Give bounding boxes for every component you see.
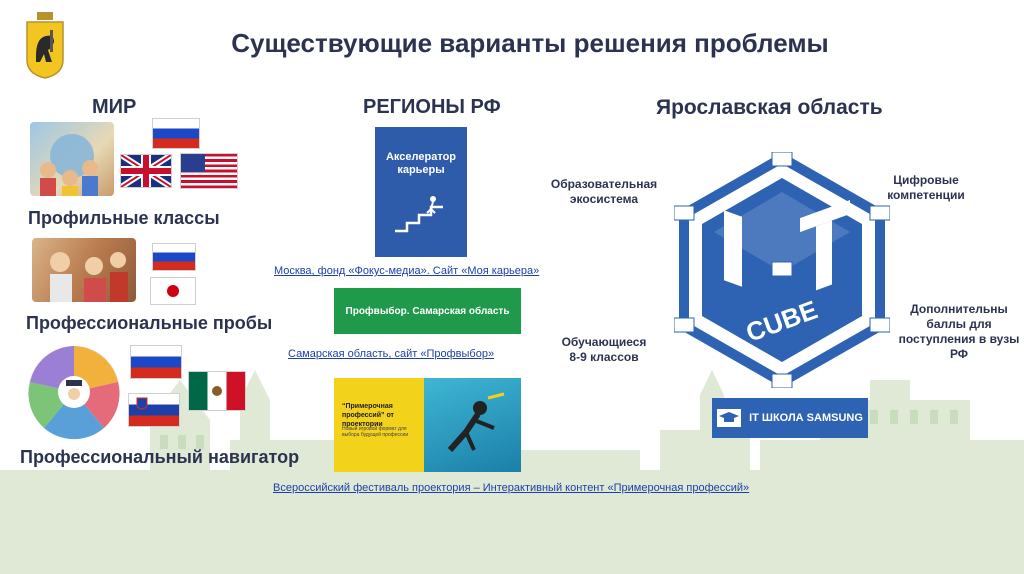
page-title: Существующие варианты решения проблемы [231, 28, 829, 58]
graduation-cap-icon [717, 409, 742, 427]
stairs-icon [395, 196, 443, 233]
yaroslavl-emblem [24, 8, 66, 80]
flag-mexico [188, 371, 246, 411]
children-globe-image [30, 122, 114, 196]
column-heading-world: МИР [92, 96, 137, 118]
column-heading-yaroslavl: Ярославская область [656, 96, 883, 119]
professions-circle-image [24, 344, 124, 440]
flag-usa [180, 153, 238, 189]
flag-russia-2 [152, 243, 196, 271]
it-school-samsung-banner[interactable]: IT ШКОЛА SAMSUNG [712, 398, 868, 438]
samsung-label: IT ШКОЛА SAMSUNG [749, 412, 863, 424]
flag-russia-3 [130, 345, 182, 379]
column-heading-regions: РЕГИОНЫ РФ [363, 96, 501, 118]
diver-icon [447, 392, 505, 452]
flag-slovenia [128, 393, 180, 427]
label-digital-competences: Цифровые компетенции [887, 173, 965, 202]
lab-class-image [32, 238, 136, 302]
label-profile-classes: Профильные классы [28, 208, 220, 228]
label-edu-ecosystem: Образовательная экосистема [550, 177, 658, 206]
flag-uk [120, 154, 172, 188]
it-cube-logo: CUBE [674, 152, 890, 388]
link-proektoria-festival[interactable]: Всероссийский фестиваль проектория – Инт… [273, 482, 750, 494]
banner-subtext: Новый игровой формат для выбора будущей … [342, 426, 409, 438]
accelerator-card[interactable]: Акселератор карьеры [375, 127, 467, 257]
accelerator-card-title: Акселератор карьеры [385, 151, 457, 176]
proektoria-banner[interactable]: “Примерочная профессий” от проектории Но… [334, 378, 521, 472]
label-extra-points: Дополнительны баллы для поступления в ву… [898, 302, 1020, 361]
label-professional-trials: Профессиональные пробы [26, 313, 273, 333]
banner-heading: “Примерочная профессий” от проектории [342, 403, 394, 428]
profvybor-banner[interactable]: Профвыбор. Самарская область [334, 288, 521, 334]
yaroslavl-bear-emblem-icon [26, 8, 64, 79]
link-samara-profvybor[interactable]: Самарская область, сайт «Профвыбор» [288, 348, 495, 360]
link-moscow-my-career[interactable]: Москва, фонд «Фокус-медиа». Сайт «Моя ка… [274, 265, 540, 277]
flag-japan [150, 277, 196, 305]
label-professional-navigator: Профессиональный навигатор [20, 447, 300, 467]
label-students-8-9: Обучающиеся 8-9 классов [561, 335, 647, 364]
flag-russia-1 [152, 118, 200, 149]
